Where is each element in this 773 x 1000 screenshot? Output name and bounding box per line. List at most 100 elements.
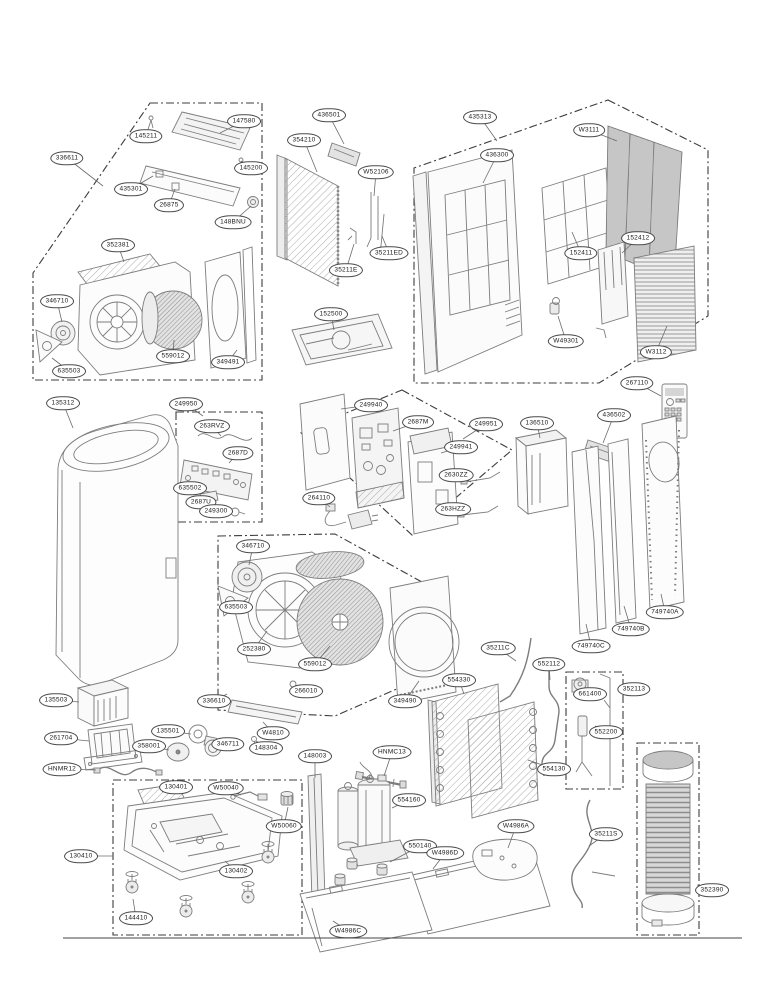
boundary-top-right-group — [413, 99, 709, 384]
drain-hose — [571, 799, 616, 909]
part-label-661400: 661400 — [573, 687, 607, 701]
part-label-W3112: W3112 — [639, 345, 673, 359]
boundary-drain-pump-group — [565, 671, 624, 790]
foam-strip — [307, 773, 326, 901]
exhaust-duct — [641, 750, 695, 927]
part-label-346710: 346710 — [40, 294, 74, 308]
part-label-249950: 249950 — [169, 397, 203, 411]
part-label-135312: 135312 — [46, 396, 80, 410]
part-label-635503: 635503 — [52, 364, 86, 378]
part-label-249300: 249300 — [199, 504, 233, 518]
part-label-336611: 336611 — [50, 151, 84, 165]
part-label-W52106: W52106 — [357, 165, 395, 179]
part-label-635503: 635503 — [219, 600, 253, 614]
part-label-35211ED: 35211ED — [369, 246, 409, 260]
blower-housing-assembly — [35, 246, 257, 376]
part-label-552112: 552112 — [532, 657, 566, 671]
part-label-2687D: 2687D — [222, 446, 254, 460]
boundary-exhaust-duct-group — [636, 742, 700, 936]
part-label-263HZZ: 263HZZ — [435, 502, 471, 516]
part-label-249951: 249951 — [469, 417, 503, 431]
part-label-135503: 135503 — [39, 693, 73, 707]
part-label-W3111: W3111 — [573, 123, 605, 137]
part-label-152500: 152500 — [314, 307, 348, 321]
part-label-144410: 144410 — [119, 911, 153, 925]
base-pan-assembly — [123, 783, 294, 918]
part-label-249941: 249941 — [444, 440, 478, 454]
part-label-152411: 152411 — [564, 246, 598, 260]
part-label-26875: 26875 — [153, 198, 185, 212]
center-blower-assembly — [217, 551, 460, 705]
part-label-435313: 435313 — [463, 110, 497, 124]
part-label-346711: 346711 — [211, 737, 245, 751]
part-label-635502: 635502 — [173, 481, 207, 495]
boundary-blower-group — [217, 533, 441, 717]
part-label-2687M: 2687M — [402, 415, 434, 429]
part-label-W4986A: W4986A — [497, 819, 535, 833]
power-cord — [324, 503, 379, 530]
part-label-148003: 148003 — [298, 749, 332, 763]
part-label-W4810: W4810 — [256, 726, 290, 740]
part-label-130402: 130402 — [219, 864, 253, 878]
part-label-552200: 552200 — [589, 725, 623, 739]
condenser-coil-assembly — [276, 142, 385, 287]
part-label-35211C: 35211C — [480, 641, 516, 655]
part-label-749740B: 749740B — [611, 622, 651, 636]
part-label-264110: 264110 — [302, 491, 336, 505]
part-label-147580: 147580 — [227, 114, 261, 128]
part-label-354210: 354210 — [287, 133, 321, 147]
part-label-559012: 559012 — [156, 349, 190, 363]
part-label-W4986D: W4986D — [426, 846, 464, 860]
boundary-top-left-group — [32, 102, 263, 381]
part-label-346710: 346710 — [236, 539, 270, 553]
part-label-267110: 267110 — [620, 376, 654, 390]
top-grille-assembly — [139, 111, 259, 208]
boundary-base-group — [112, 779, 303, 936]
control-box-parts — [299, 393, 501, 535]
part-label-261704: 261704 — [44, 731, 78, 745]
front-cabinet-assembly — [412, 149, 523, 375]
part-label-352381: 352381 — [101, 238, 135, 252]
part-label-349491: 349491 — [211, 355, 245, 369]
part-label-263RVZ: 263RVZ — [194, 419, 230, 433]
window-duct-panels — [571, 415, 685, 635]
part-label-136510: 136510 — [520, 416, 554, 430]
part-label-W4986C: W4986C — [329, 924, 367, 938]
part-label-35211S: 35211S — [588, 827, 624, 841]
part-label-W50040: W50040 — [207, 781, 245, 795]
part-label-349490: 349490 — [388, 694, 422, 708]
part-label-2630ZZ: 2630ZZ — [438, 468, 474, 482]
part-label-266010: 266010 — [289, 684, 323, 698]
part-label-436501: 436501 — [312, 108, 346, 122]
part-label-436300: 436300 — [480, 148, 514, 162]
part-label-435301: 435301 — [114, 182, 148, 196]
part-label-HNMC13: HNMC13 — [372, 745, 412, 759]
part-label-148BNU: 148BNU — [214, 215, 252, 229]
part-label-436502: 436502 — [597, 408, 631, 422]
part-label-135501: 135501 — [151, 724, 185, 738]
part-label-130410: 130410 — [64, 849, 98, 863]
part-label-358001: 358001 — [132, 739, 166, 753]
part-label-HNMR12: HNMR12 — [42, 762, 82, 776]
part-label-554330: 554330 — [442, 673, 476, 687]
part-label-148304: 148304 — [249, 741, 283, 755]
drain-tray — [291, 313, 393, 366]
part-label-152412: 152412 — [621, 231, 655, 245]
part-label-554130: 554130 — [537, 762, 571, 776]
cabinet-body — [55, 414, 179, 686]
transformers — [76, 679, 163, 776]
control-box — [514, 429, 569, 515]
air-filters — [541, 125, 697, 363]
part-label-W50060: W50060 — [265, 819, 303, 833]
part-label-145211: 145211 — [129, 129, 163, 143]
part-label-554160: 554160 — [392, 793, 426, 807]
part-label-35211E: 35211E — [328, 263, 364, 277]
part-label-130401: 130401 — [159, 780, 193, 794]
part-label-145200: 145200 — [234, 161, 268, 175]
compressor — [334, 761, 409, 886]
part-label-352390: 352390 — [695, 883, 729, 897]
condenser-evaporator-coils — [427, 637, 560, 819]
part-label-336610: 336610 — [197, 694, 231, 708]
